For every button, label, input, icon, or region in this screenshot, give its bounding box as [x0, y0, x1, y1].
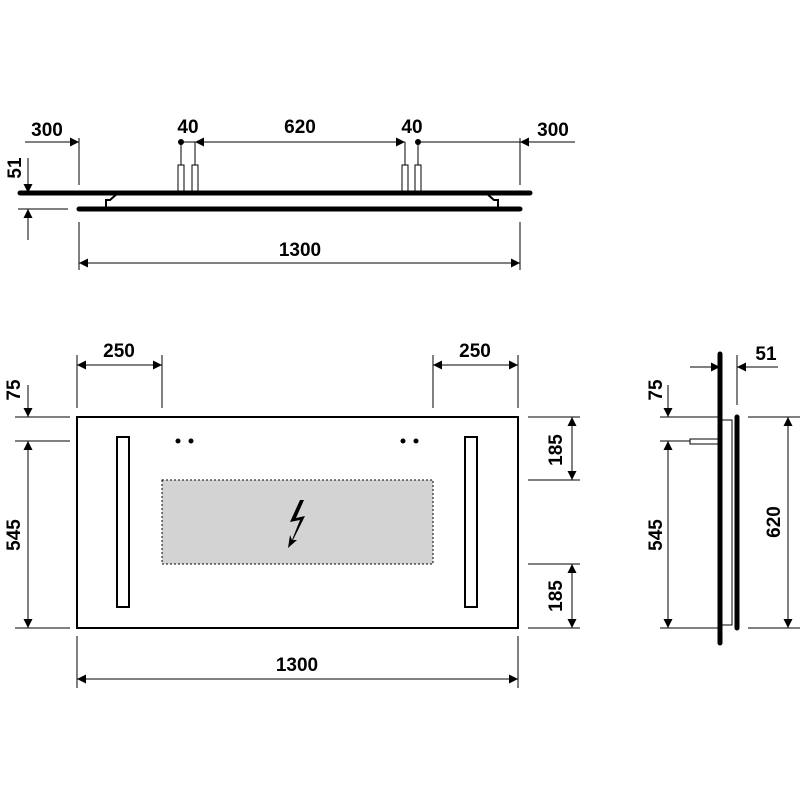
dim-depth: 51 [5, 157, 26, 179]
mirror-outline [76, 416, 519, 629]
dim-anchor-span: 620 [284, 117, 316, 138]
dim-height: 545 [4, 519, 25, 551]
wall-anchors [177, 164, 422, 194]
dim-left-offset: 300 [31, 120, 63, 141]
dim-top: 75 [646, 379, 667, 401]
dim-depth: 51 [755, 344, 777, 365]
dim-anchor-right: 40 [401, 117, 422, 138]
led-strip-right [464, 436, 478, 608]
electrical-box-area [161, 479, 434, 565]
wall-anchor-side [689, 438, 719, 445]
electrical-lightning-icon [288, 500, 305, 548]
top-view: 300 40 620 40 300 51 1300 [5, 117, 575, 270]
dim-bottom-box: 185 [546, 580, 567, 612]
dim-anchor-left: 40 [177, 117, 198, 138]
dim-width: 1300 [276, 655, 318, 676]
dim-left-inset: 250 [103, 341, 135, 362]
side-view: 51 75 545 620 [646, 344, 800, 646]
dim-total-height: 620 [764, 506, 785, 538]
dim-top-box: 185 [546, 434, 567, 466]
dim-right-inset: 250 [459, 341, 491, 362]
dim-height: 545 [646, 519, 667, 551]
front-view: 250 250 75 545 185 185 1300 [4, 341, 580, 688]
dim-top: 75 [4, 379, 25, 401]
dim-right-offset: 300 [537, 120, 569, 141]
led-strip-left [116, 436, 130, 608]
dim-width: 1300 [279, 240, 321, 261]
